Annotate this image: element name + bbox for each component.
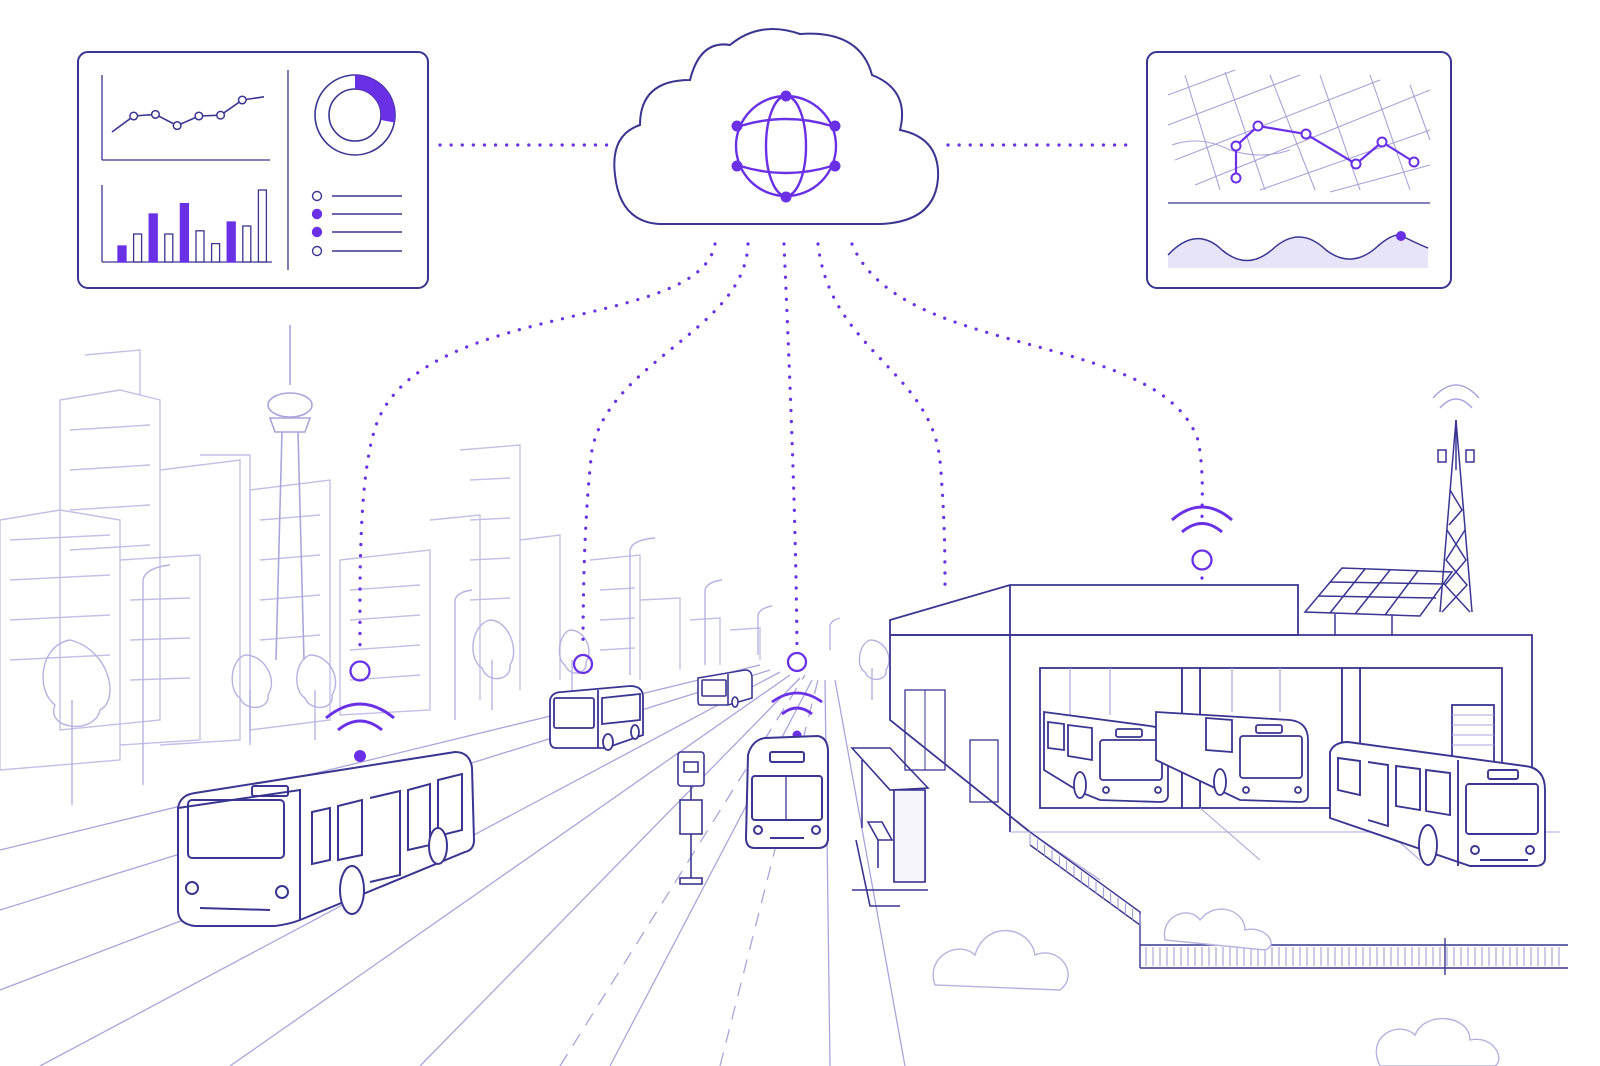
bar [195, 230, 205, 263]
street-lights [142, 537, 841, 785]
trend-line-chart [111, 95, 265, 133]
donut-chart [314, 74, 396, 156]
trend-point [216, 110, 226, 120]
trend-point [172, 121, 182, 131]
bar-chart [117, 189, 268, 263]
bar [242, 225, 252, 263]
globe-network-icon [731, 90, 841, 203]
city-bus-mid [549, 685, 644, 751]
bar [164, 233, 174, 263]
bar [148, 213, 158, 263]
bar [117, 245, 127, 263]
legend-list [311, 190, 402, 257]
tv-tower [267, 325, 313, 661]
bar [226, 221, 236, 263]
road-lines [0, 664, 906, 1066]
depot-bus-3 [1329, 741, 1546, 867]
city-skyline [0, 349, 761, 771]
bar [210, 242, 221, 263]
radio-tower [1432, 384, 1480, 613]
city-bus-far [697, 669, 753, 708]
city-bus-large [177, 750, 476, 927]
solar-panel [1303, 567, 1454, 636]
cloud-hub [613, 28, 940, 225]
bar [257, 189, 268, 263]
bar [132, 233, 143, 263]
bus-signal-marker-3 [771, 651, 823, 740]
legend-dot-2 [311, 208, 323, 220]
donut-highlight [355, 75, 396, 123]
analytics-dashboard-panel [77, 51, 429, 289]
trend-point [194, 111, 204, 121]
bushes [932, 908, 1500, 1066]
depot-bus-1 [1043, 710, 1169, 803]
trend-point [150, 109, 160, 119]
bus-stop-sign [677, 751, 705, 885]
bus-signal-marker-2 [572, 653, 594, 675]
legend-dot-3 [311, 226, 323, 238]
legend-dot-4 [311, 245, 323, 257]
trees-left [42, 619, 890, 805]
trend-point [129, 111, 139, 121]
bus-signal-marker-1 [325, 660, 395, 762]
route-map-panel [1146, 51, 1452, 289]
bar [179, 202, 190, 263]
bus-shelter [850, 747, 930, 907]
legend-dot-1 [311, 190, 323, 202]
city-bus-center [744, 734, 829, 849]
depot-signal-marker [1171, 505, 1233, 571]
trend-point [237, 95, 247, 105]
route-stops [1230, 120, 1420, 184]
depot-fence [1029, 831, 1568, 975]
depot-bus-2 [1155, 711, 1309, 803]
signal-wave-icon [1167, 231, 1429, 268]
